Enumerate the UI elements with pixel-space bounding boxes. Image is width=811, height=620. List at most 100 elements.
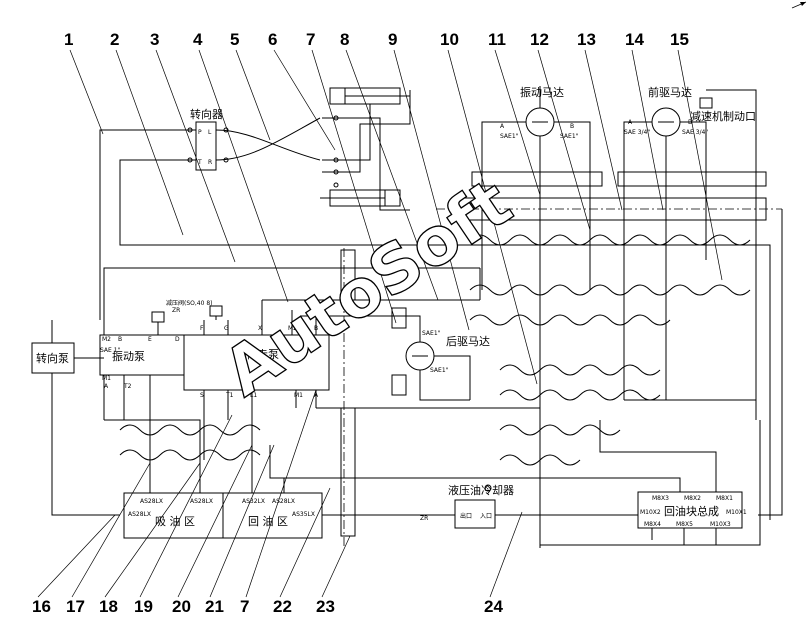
callout-7: 7 [306,30,315,49]
svg-text:AS35LX: AS35LX [292,511,315,518]
callout-1: 1 [64,30,73,49]
svg-text:AS28LX: AS28LX [190,498,213,505]
callout-6: 6 [268,30,277,49]
callout-13: 13 [577,30,596,49]
svg-text:AS28LX: AS28LX [128,511,151,518]
svg-text:M2: M2 [288,325,297,332]
svg-text:SAE 1": SAE 1" [100,347,121,354]
svg-text:SAE 3/4": SAE 3/4" [624,129,650,136]
svg-text:M10X1: M10X1 [726,509,747,516]
oil-tank: 吸 油 区 回 油 区 AS28LX AS28LX AS28LX AS32LX … [123,460,455,539]
svg-text:F: F [200,325,204,332]
callout-8: 8 [340,30,349,49]
front-drive-motor: 前驱马达 A B SAE 3/4" SAE 3/4" 减速机制动口 [623,85,757,420]
svg-text:减压阀(SO,40 8): 减压阀(SO,40 8) [166,299,212,307]
steering-gear: 转向器 P L T R [99,107,321,320]
callout-21: 21 [205,597,224,616]
svg-text:T2: T2 [123,383,132,390]
rear-drive-motor-label: 后驱马达 [446,335,490,348]
vibration-pump-label: 振动泵 [112,349,145,363]
travel-pump-label: 行走泵 [246,348,279,361]
svg-text:A: A [500,123,505,130]
callout-5: 5 [230,30,239,49]
svg-text:M1: M1 [294,392,303,399]
svg-text:M8X1: M8X1 [716,495,733,502]
svg-text:M10X3: M10X3 [710,521,731,528]
svg-text:AS28LX: AS28LX [272,498,295,505]
svg-text:SAE1": SAE1" [560,133,579,140]
svg-text:X: X [258,325,262,332]
relief-valves: 减压阀(SO,40 8) ZR [151,299,223,335]
watermark-text: AutoSoft [210,164,525,411]
svg-text:S: S [200,392,204,399]
callout-14: 14 [625,30,644,49]
callout-18: 18 [99,597,118,616]
suction-zone-label: 吸 油 区 [155,514,195,528]
vibration-motor: 振动马达 A B SAE1" SAE1" [481,85,591,548]
steering-pump-label: 转向泵 [36,351,69,365]
callout-19: 19 [134,597,153,616]
callout-17: 17 [66,597,85,616]
svg-text:D: D [175,336,180,343]
svg-text:出口: 出口 [460,512,472,520]
steering-pump: 转向泵 [31,320,120,516]
steering-gear-label: 转向器 [190,107,223,121]
svg-text:R: R [208,159,212,166]
svg-text:M2: M2 [102,336,111,343]
vibration-motor-label: 振动马达 [520,85,564,99]
front-drive-motor-label: 前驱马达 [648,85,692,99]
svg-text:B: B [118,336,122,343]
callout-24: 24 [484,597,503,616]
callout-11: 11 [488,30,506,49]
return-zone-label: 回 油 区 [248,514,288,528]
svg-text:E: E [148,336,152,343]
callout-7b: 7 [240,597,249,616]
callout-22: 22 [273,597,292,616]
callout-3: 3 [150,30,159,49]
corner-arrow-icon [791,1,807,9]
callout-23: 23 [316,597,335,616]
watermark: AutoSoft [209,163,525,412]
oil-cooler: 液压油冷却器 出口 入口 ZR [420,483,638,529]
svg-text:AS32LX: AS32LX [242,498,265,505]
svg-text:M8X5: M8X5 [676,521,693,528]
travel-pump: 行走泵 F G X M2 B S T1 L1 M1 A [183,299,540,460]
svg-text:SAE1": SAE1" [422,330,441,337]
svg-text:M1: M1 [102,375,111,382]
callout-16: 16 [32,597,51,616]
bottom-callouts: 16 17 18 19 20 21 7 22 23 24 [32,597,503,616]
svg-text:ZR: ZR [420,515,428,522]
svg-text:L: L [208,129,212,136]
svg-text:T: T [197,159,202,166]
callout-20: 20 [172,597,191,616]
return-block: 回油块总成 M8X3 M8X2 M8X1 M10X2 M10X1 M8X4 M8… [637,491,747,545]
svg-text:入口: 入口 [480,513,492,520]
callout-4: 4 [193,30,203,49]
svg-text:SAE 3/4": SAE 3/4" [682,129,708,136]
oil-cooler-label: 液压油冷却器 [448,483,514,497]
callout-9: 9 [388,30,397,49]
svg-text:L1: L1 [250,392,257,399]
svg-text:A: A [104,383,109,390]
svg-text:M8X2: M8X2 [684,495,701,502]
return-manifolds [103,209,783,546]
callout-15: 15 [670,30,689,49]
return-block-label: 回油块总成 [664,504,719,518]
svg-text:B: B [570,123,574,130]
svg-text:SAE1": SAE1" [430,367,449,374]
callout-12: 12 [530,30,549,49]
callout-2: 2 [110,30,119,49]
svg-text:G: G [224,325,229,332]
top-callouts: 1 2 3 4 5 6 7 8 9 10 11 12 13 14 15 [64,30,689,49]
svg-text:SAE1": SAE1" [500,133,519,140]
svg-text:AS28LX: AS28LX [140,498,163,505]
callout-10: 10 [440,30,459,49]
svg-text:ZR: ZR [172,307,180,314]
svg-text:M10X2: M10X2 [640,509,661,516]
svg-text:M8X3: M8X3 [652,495,669,502]
reducer-brake-port-label: 减速机制动口 [690,109,756,123]
svg-text:T1: T1 [225,392,234,399]
steering-cylinders [320,87,411,211]
svg-text:P: P [198,129,202,136]
